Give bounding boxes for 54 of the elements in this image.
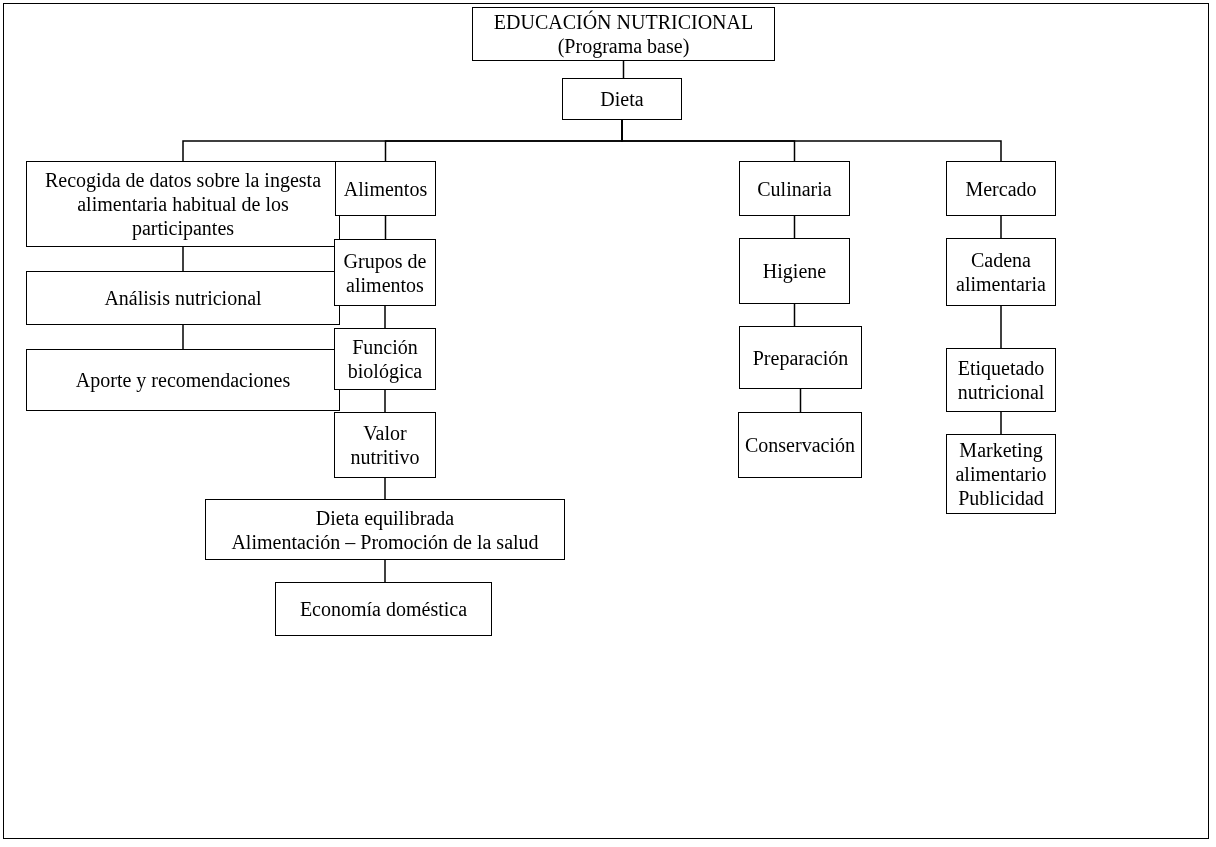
- process-box: [946, 161, 1056, 216]
- box-text: Función biológica: [346, 335, 424, 383]
- connector-line: [1000, 215, 1002, 239]
- box-text: Etiquetado nutricional: [956, 356, 1046, 404]
- box-text: Grupos de alimentos: [342, 248, 428, 297]
- process-box: [946, 434, 1056, 514]
- box-text: Alimentación – Promoción de la salud: [231, 530, 539, 554]
- connector-line: [384, 389, 386, 413]
- process-box: [205, 499, 565, 560]
- box-text: EDUCACIÓN NUTRICIONAL: [493, 10, 754, 34]
- connector-line: [384, 215, 387, 240]
- box-text: (Programa base): [557, 34, 690, 58]
- process-box: [946, 238, 1056, 306]
- process-box: [275, 582, 492, 636]
- box-text: Conservación: [745, 433, 855, 457]
- process-box: [335, 161, 436, 216]
- process-box: [334, 328, 436, 390]
- connector-line: [182, 324, 184, 350]
- box-text: Preparación: [752, 345, 849, 370]
- connector-line: [793, 303, 796, 327]
- box-text: Valor nutritivo: [349, 421, 421, 469]
- process-box: [738, 412, 862, 478]
- process-box: [334, 239, 436, 306]
- box-text: Dieta: [600, 87, 644, 111]
- process-box: [334, 412, 436, 478]
- box-text: Culinaria: [757, 176, 832, 201]
- connector-line: [182, 246, 184, 272]
- box-text: Marketing alimentario: [954, 438, 1048, 486]
- process-box: [739, 161, 850, 216]
- connector-line: [1000, 411, 1002, 435]
- connector-line: [799, 388, 802, 413]
- box-text: Higiene: [762, 259, 827, 283]
- connector-line: [384, 477, 386, 500]
- box-text: Publicidad: [958, 486, 1044, 510]
- process-box: [26, 161, 340, 247]
- process-box: [26, 271, 340, 325]
- process-box: [739, 326, 862, 389]
- box-text: Mercado: [965, 176, 1037, 201]
- connector-line: [1000, 305, 1002, 349]
- box-text: Cadena alimentaria: [955, 248, 1047, 296]
- box-text: Dieta equilibrada: [315, 505, 455, 530]
- process-box: [562, 78, 682, 120]
- box-text: Análisis nutricional: [104, 286, 262, 310]
- process-box: [739, 238, 850, 304]
- connector-line: [384, 305, 386, 329]
- box-text: Aporte y recomendaciones: [75, 368, 291, 392]
- box-text: Alimentos: [343, 176, 428, 201]
- connector-line: [384, 559, 386, 583]
- box-text: Economía doméstica: [299, 597, 468, 621]
- process-box: [26, 349, 340, 411]
- connector-line: [793, 215, 796, 239]
- box-text: Recogida de datos sobre la ingesta alimentaria habitual de los participantes: [44, 168, 322, 240]
- process-box: [472, 7, 775, 61]
- process-box: [946, 348, 1056, 412]
